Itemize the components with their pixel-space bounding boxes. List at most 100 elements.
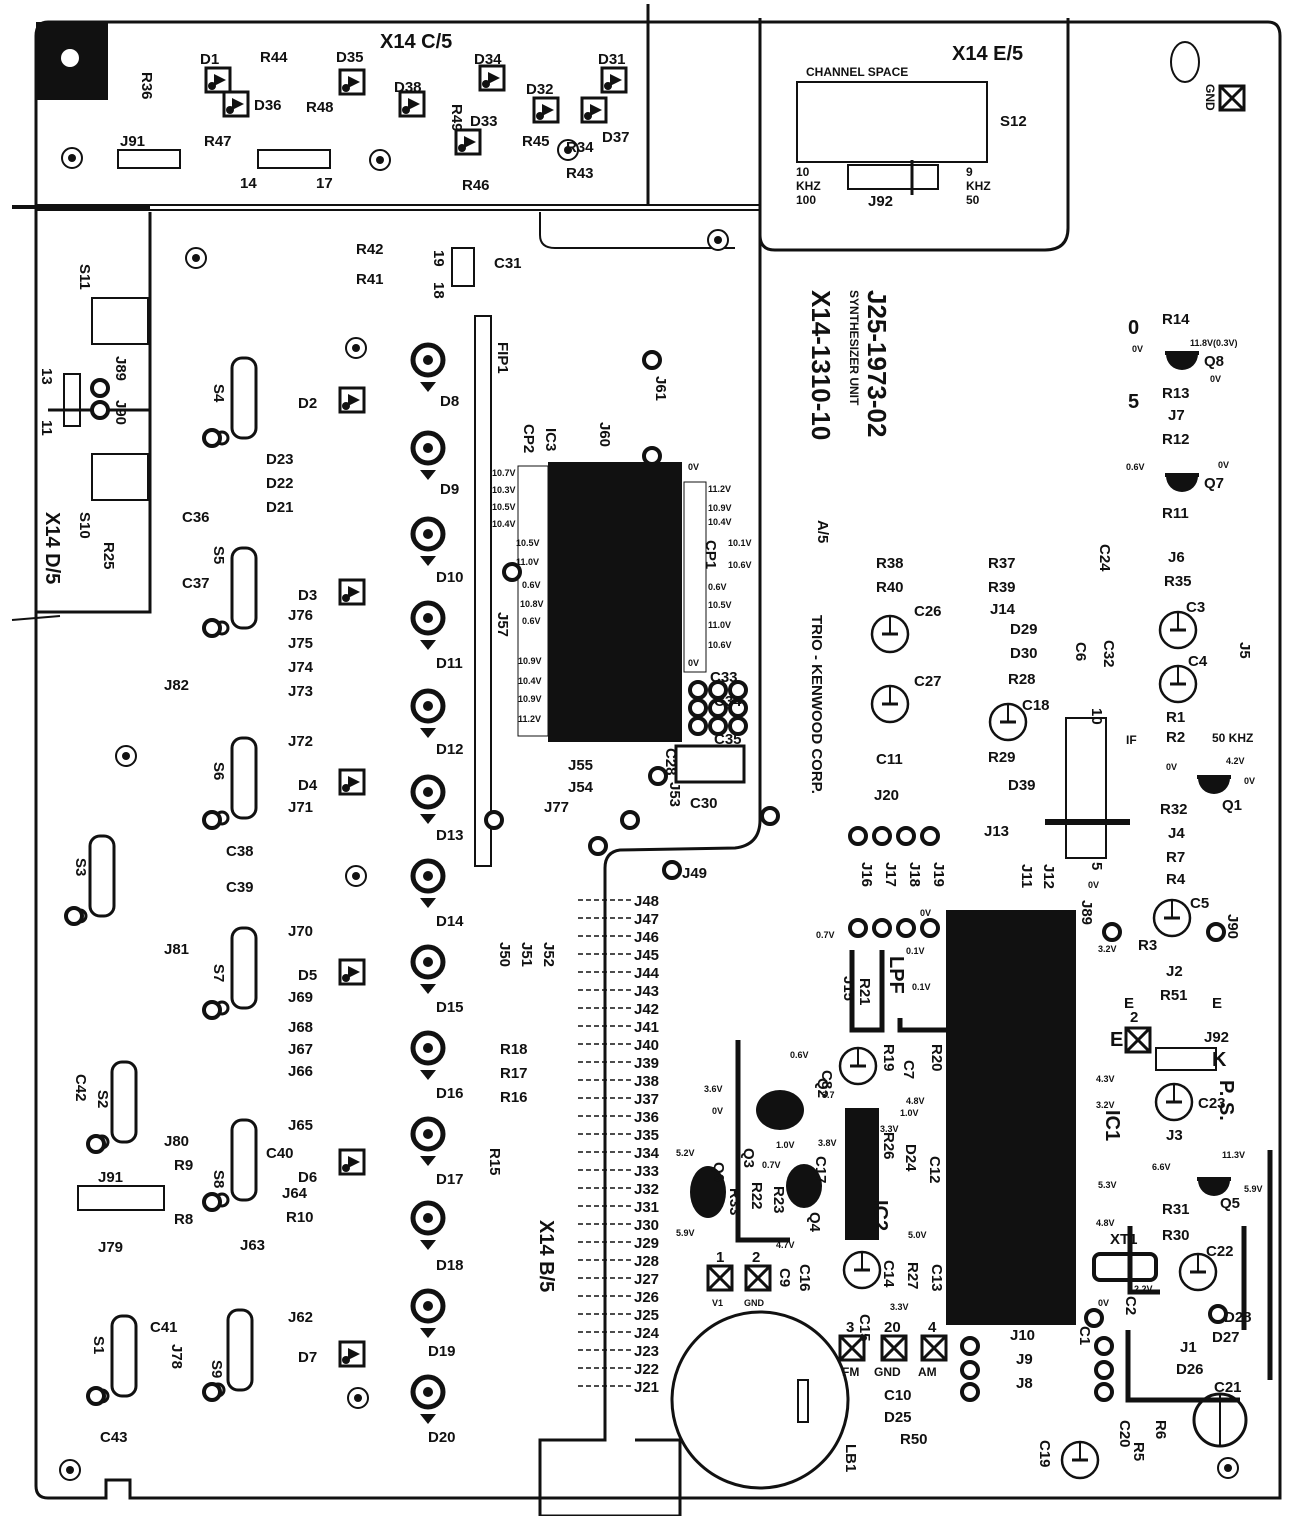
svg-text:J78: J78 bbox=[168, 1344, 185, 1369]
svg-text:J74: J74 bbox=[288, 659, 314, 676]
svg-text:0.6V: 0.6V bbox=[708, 582, 727, 592]
svg-text:J32: J32 bbox=[634, 1181, 659, 1198]
svg-text:J37: J37 bbox=[634, 1091, 659, 1108]
svg-text:0V: 0V bbox=[920, 908, 931, 918]
svg-text:J48: J48 bbox=[634, 893, 659, 910]
svg-text:R9: R9 bbox=[174, 1157, 193, 1174]
svg-text:J35: J35 bbox=[634, 1127, 659, 1144]
svg-text:C6: C6 bbox=[1072, 642, 1089, 661]
svg-text:J38: J38 bbox=[634, 1073, 659, 1090]
svg-text:J64: J64 bbox=[282, 1185, 308, 1202]
svg-text:5.2V: 5.2V bbox=[676, 1148, 695, 1158]
svg-text:D31: D31 bbox=[598, 51, 626, 68]
svg-text:J36: J36 bbox=[634, 1109, 659, 1126]
svg-text:J31: J31 bbox=[634, 1199, 659, 1216]
svg-text:0.6V: 0.6V bbox=[522, 616, 541, 626]
svg-text:J91: J91 bbox=[98, 1169, 123, 1186]
svg-text:S7: S7 bbox=[210, 964, 227, 982]
svg-text:2: 2 bbox=[1130, 1009, 1138, 1026]
terminal-20-label: GND bbox=[874, 1365, 901, 1379]
svg-text:J5: J5 bbox=[1236, 642, 1253, 659]
svg-text:R39: R39 bbox=[988, 579, 1016, 596]
svg-text:10.9V: 10.9V bbox=[518, 694, 542, 704]
svg-text:R34: R34 bbox=[566, 139, 594, 156]
svg-text:J53: J53 bbox=[666, 782, 683, 807]
svg-text:D16: D16 bbox=[436, 1085, 464, 1102]
svg-text:D2: D2 bbox=[298, 395, 317, 412]
svg-text:LB1: LB1 bbox=[842, 1444, 859, 1472]
svg-text:R10: R10 bbox=[286, 1209, 314, 1226]
svg-text:0V: 0V bbox=[1218, 460, 1229, 470]
svg-text:0.6V: 0.6V bbox=[1126, 462, 1145, 472]
ic3-chip bbox=[548, 462, 682, 742]
svg-text:J2: J2 bbox=[1166, 963, 1183, 980]
svg-text:J80: J80 bbox=[164, 1133, 189, 1150]
gnd-label: GND bbox=[1203, 84, 1217, 111]
svg-text:J18: J18 bbox=[906, 862, 923, 887]
svg-text:D13: D13 bbox=[436, 827, 464, 844]
svg-text:C20: C20 bbox=[1116, 1420, 1133, 1448]
svg-text:R11: R11 bbox=[1162, 505, 1189, 522]
svg-text:C42: C42 bbox=[72, 1074, 89, 1102]
svg-text:J3: J3 bbox=[1166, 1127, 1183, 1144]
edge-connector-pins bbox=[578, 899, 632, 1387]
svg-text:R7: R7 bbox=[1166, 849, 1185, 866]
svg-text:J9: J9 bbox=[1016, 1351, 1033, 1368]
svg-text:J60: J60 bbox=[596, 422, 613, 447]
svg-text:J55: J55 bbox=[568, 757, 593, 774]
channel-space-switch bbox=[796, 81, 988, 163]
if-transformer bbox=[1065, 717, 1107, 859]
svg-text:J8: J8 bbox=[1016, 1375, 1033, 1392]
svg-text:C37: C37 bbox=[182, 575, 210, 592]
svg-text:J90: J90 bbox=[1224, 914, 1241, 939]
corner-hole bbox=[61, 49, 79, 67]
svg-text:C8: C8 bbox=[818, 1070, 835, 1089]
svg-text:Q3: Q3 bbox=[740, 1148, 757, 1168]
svg-text:50 KHZ: 50 KHZ bbox=[1212, 731, 1253, 745]
unit-part-number: J25-1973-02 bbox=[862, 290, 892, 437]
svg-text:Q6: Q6 bbox=[710, 1162, 727, 1182]
svg-text:D35: D35 bbox=[336, 49, 364, 66]
terminal-2-num: 2 bbox=[752, 1249, 760, 1266]
svg-text:J44: J44 bbox=[634, 965, 660, 982]
svg-text:J49: J49 bbox=[682, 865, 707, 882]
svg-text:R43: R43 bbox=[566, 165, 594, 182]
q3-transistor bbox=[756, 1090, 804, 1130]
svg-text:Q2: Q2 bbox=[814, 1078, 831, 1098]
svg-text:5.9V: 5.9V bbox=[1244, 1184, 1263, 1194]
svg-text:11.3V: 11.3V bbox=[1222, 1150, 1245, 1160]
svg-text:E: E bbox=[1110, 1029, 1123, 1051]
svg-text:R15: R15 bbox=[486, 1148, 503, 1176]
svg-text:10.4V: 10.4V bbox=[492, 519, 516, 529]
xt1-crystal bbox=[1092, 1252, 1158, 1282]
svg-text:J21: J21 bbox=[634, 1379, 659, 1396]
svg-text:R47: R47 bbox=[204, 133, 232, 150]
svg-text:R35: R35 bbox=[1164, 573, 1192, 590]
khz9-label: 9 bbox=[966, 165, 973, 179]
svg-text:D22: D22 bbox=[266, 475, 294, 492]
terminal-4-label: AM bbox=[918, 1365, 937, 1379]
svg-text:R20: R20 bbox=[928, 1044, 945, 1072]
svg-text:11: 11 bbox=[38, 420, 55, 436]
svg-text:J26: J26 bbox=[634, 1289, 659, 1306]
svg-text:6.6V: 6.6V bbox=[1152, 1162, 1171, 1172]
svg-text:R3: R3 bbox=[1138, 937, 1157, 954]
svg-text:R12: R12 bbox=[1162, 431, 1190, 448]
fip1-connector bbox=[474, 315, 492, 867]
channel-space-title: CHANNEL SPACE bbox=[806, 65, 908, 79]
svg-text:5.9V: 5.9V bbox=[676, 1228, 695, 1238]
svg-text:10.9V: 10.9V bbox=[518, 656, 542, 666]
svg-text:0V: 0V bbox=[1098, 1298, 1109, 1308]
svg-text:R17: R17 bbox=[500, 1065, 528, 1082]
svg-text:Q8: Q8 bbox=[1204, 353, 1224, 370]
svg-text:10.5V: 10.5V bbox=[516, 538, 540, 548]
svg-text:E: E bbox=[1124, 995, 1134, 1012]
s11-switch bbox=[91, 297, 149, 345]
svg-text:10.1V: 10.1V bbox=[728, 538, 752, 548]
svg-text:0V: 0V bbox=[688, 462, 699, 472]
svg-text:4.3V: 4.3V bbox=[1096, 1074, 1115, 1084]
svg-text:E: E bbox=[1212, 995, 1222, 1012]
